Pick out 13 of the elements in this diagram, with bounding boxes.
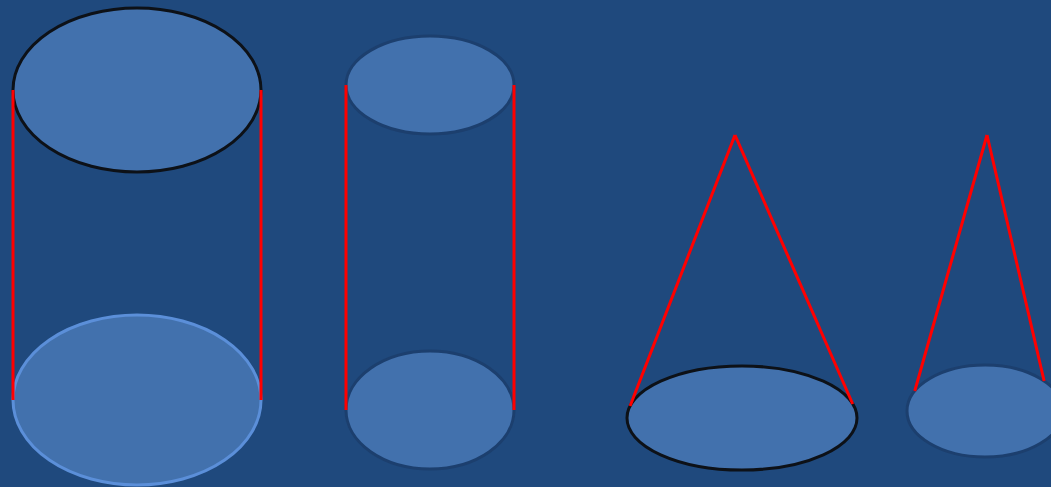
ellipse-shape bbox=[344, 349, 516, 471]
edge-line bbox=[985, 134, 1046, 382]
edge-line bbox=[344, 85, 348, 410]
edge-line bbox=[913, 134, 989, 392]
ellipse-shape bbox=[344, 34, 516, 136]
edge-line bbox=[11, 90, 15, 400]
ellipse-shape bbox=[11, 313, 263, 487]
edge-line bbox=[733, 134, 855, 405]
edge-line bbox=[512, 85, 516, 410]
ellipse-shape bbox=[625, 364, 859, 472]
ellipse-shape bbox=[11, 6, 263, 174]
edge-line bbox=[628, 134, 737, 407]
edge-line bbox=[259, 90, 263, 400]
